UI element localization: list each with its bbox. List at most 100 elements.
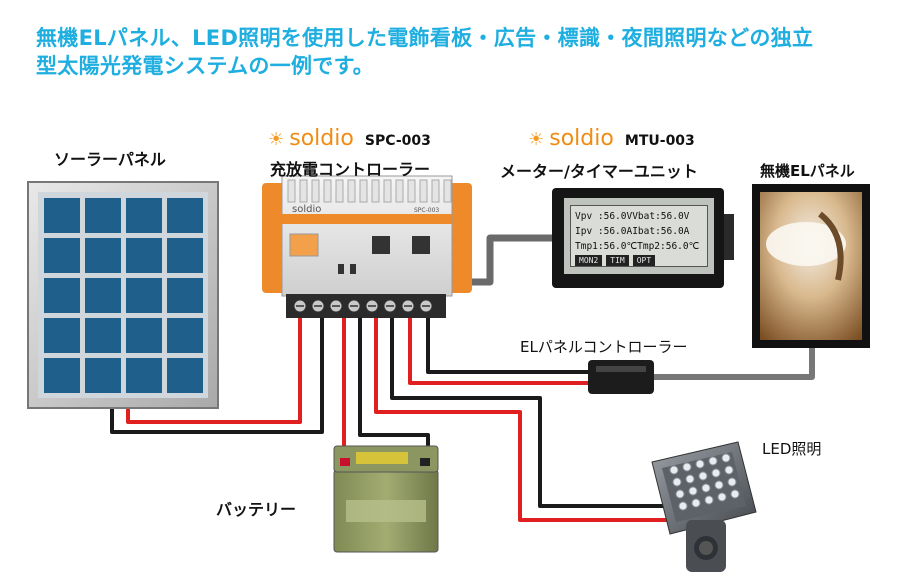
lcd-button-tim: TIM bbox=[606, 255, 629, 266]
led-dot bbox=[672, 477, 682, 487]
heatsink-fins bbox=[287, 179, 452, 203]
led-dot bbox=[688, 486, 698, 496]
solar-cell bbox=[126, 278, 162, 313]
led-dot bbox=[714, 480, 724, 490]
solar-cell bbox=[126, 318, 162, 353]
solar-cell bbox=[126, 238, 162, 273]
page-headline: 無機ELパネル、LED照明を使用した電飾看板・広告・標識・夜間照明などの独立 型… bbox=[36, 24, 896, 80]
led-dot bbox=[717, 492, 727, 502]
led-light-label: LED照明 bbox=[762, 440, 822, 458]
lcd-row-2: Ipv :56.0AIbat:56.0A bbox=[575, 226, 690, 237]
headline-line-2: 型太陽光発電システムの一例です。 bbox=[36, 54, 375, 78]
heatsink-fin bbox=[287, 179, 296, 203]
solar-cell bbox=[167, 198, 203, 233]
controller-case-brand: soldio bbox=[292, 204, 321, 215]
heatsink-fin bbox=[383, 179, 392, 203]
heatsink-fin bbox=[323, 179, 332, 203]
wire-meter bbox=[470, 234, 552, 286]
solar-cells bbox=[44, 198, 203, 393]
solar-panel-icon bbox=[27, 181, 219, 409]
el-controller-label: ELパネルコントローラー bbox=[520, 338, 688, 356]
led-dot bbox=[682, 462, 692, 472]
led-dot bbox=[721, 453, 731, 463]
wire-el-panel bbox=[652, 348, 815, 380]
heatsink-fin bbox=[395, 179, 404, 203]
wire-led-red bbox=[374, 316, 668, 522]
solar-cell bbox=[85, 278, 121, 313]
heatsink-fin bbox=[347, 179, 356, 203]
meter-lcd-display: Vpv :56.0VVbat:56.0V Ipv :56.0AIbat:56.0… bbox=[570, 205, 708, 267]
battery-label: バッテリー bbox=[216, 500, 297, 519]
solar-cell bbox=[44, 318, 80, 353]
solar-cell bbox=[85, 238, 121, 273]
wire-el-red bbox=[408, 316, 590, 385]
heatsink-fin bbox=[299, 179, 308, 203]
meter-model: MTU-003 bbox=[624, 133, 695, 149]
heatsink-fin bbox=[371, 179, 380, 203]
led-dot bbox=[708, 456, 718, 466]
solar-cell bbox=[85, 358, 121, 393]
headline-line-1: 無機ELパネル、LED照明を使用した電飾看板・広告・標識・夜間照明などの独立 bbox=[36, 26, 814, 50]
led-dot bbox=[701, 483, 711, 493]
solar-cell bbox=[44, 358, 80, 393]
led-floodlight-icon bbox=[651, 441, 757, 572]
wire-solar-red bbox=[126, 316, 302, 424]
sun-logo-icon: ☀ bbox=[528, 129, 545, 150]
sun-logo-icon: ☀ bbox=[268, 129, 285, 150]
wire-el-black bbox=[426, 316, 590, 374]
solar-cell bbox=[44, 238, 80, 273]
wire-solar-black bbox=[110, 316, 324, 434]
led-dot bbox=[704, 495, 714, 505]
el-controller-icon bbox=[588, 360, 654, 394]
el-panel-label: 無機ELパネル bbox=[760, 162, 855, 180]
controller-brand-name: soldio bbox=[289, 126, 354, 151]
led-dot bbox=[695, 459, 705, 469]
controller-label: 充放電コントローラー bbox=[270, 160, 431, 179]
lcd-row-1: Vpv :56.0VVbat:56.0V bbox=[575, 211, 690, 222]
heatsink-fin bbox=[407, 179, 416, 203]
solar-cell bbox=[126, 358, 162, 393]
controller-model: SPC-003 bbox=[364, 133, 431, 149]
lcd-button-mon2: MON2 bbox=[575, 255, 603, 266]
controller-brand: ☀ soldio SPC-003 bbox=[268, 126, 431, 151]
led-dot bbox=[730, 489, 740, 499]
led-dot bbox=[691, 498, 701, 508]
heatsink-fin bbox=[359, 179, 368, 203]
lcd-button-opt: OPT bbox=[632, 255, 656, 266]
led-dot bbox=[727, 477, 737, 487]
heatsink-fin bbox=[335, 179, 344, 203]
led-dot bbox=[724, 465, 734, 475]
heatsink-fin bbox=[419, 179, 428, 203]
solar-cell bbox=[44, 278, 80, 313]
controller-case-model: SPC-003 bbox=[414, 207, 439, 214]
led-dot bbox=[711, 468, 721, 478]
solar-cell bbox=[85, 318, 121, 353]
battery-icon bbox=[333, 445, 439, 553]
terminal-block bbox=[293, 299, 433, 313]
el-panel-icon bbox=[752, 184, 870, 348]
charge-controller-icon: soldio SPC-003 bbox=[262, 175, 472, 318]
lcd-button-row: MON2 TIM OPT bbox=[575, 255, 703, 266]
solar-cell bbox=[126, 198, 162, 233]
heatsink-fin bbox=[443, 179, 452, 203]
led-dot bbox=[678, 501, 688, 511]
led-dot bbox=[675, 489, 685, 499]
led-dot bbox=[669, 465, 679, 475]
lcd-row-3: Tmp1:56.0℃Tmp2:56.0℃ bbox=[575, 241, 700, 252]
wiring bbox=[110, 234, 815, 522]
led-array bbox=[669, 453, 740, 511]
solar-cell bbox=[167, 318, 203, 353]
led-dot bbox=[685, 474, 695, 484]
solar-cell bbox=[44, 198, 80, 233]
heatsink-fin bbox=[311, 179, 320, 203]
wire-led-black bbox=[390, 316, 668, 508]
meter-brand-name: soldio bbox=[549, 126, 614, 151]
solar-panel-label: ソーラーパネル bbox=[54, 150, 166, 169]
solar-cell bbox=[167, 358, 203, 393]
meter-brand: ☀ soldio MTU-003 bbox=[528, 126, 695, 151]
meter-label: メーター/タイマーユニット bbox=[500, 162, 698, 181]
solar-cell bbox=[167, 238, 203, 273]
heatsink-fin bbox=[431, 179, 440, 203]
solar-cell bbox=[167, 278, 203, 313]
